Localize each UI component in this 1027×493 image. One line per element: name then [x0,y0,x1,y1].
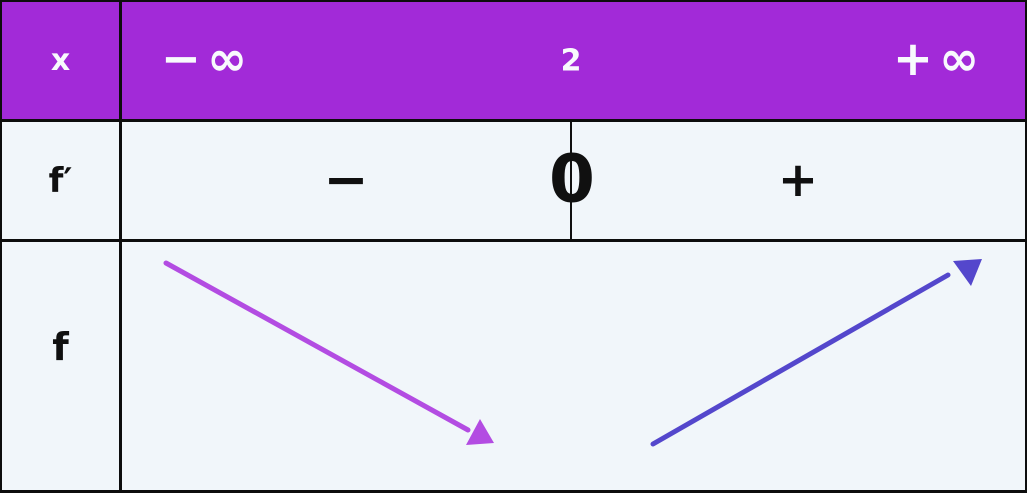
x-value-neg-infinity: −∞ [160,30,254,87]
fprime-signs-cell: − 0 + [122,122,1025,239]
f-variations-cell [122,242,1025,490]
increasing-arrow-head [953,259,982,286]
f-variation-row: f [2,242,1025,490]
fprime-zero-value: 0 [549,140,595,218]
decreasing-arrow-shaft [163,260,471,433]
fprime-sign-row: f′ − 0 + [2,122,1025,242]
fprime-sign-negative: − [323,147,369,211]
variation-arrows [163,259,982,447]
arrow-down-right-icon [163,260,494,445]
x-header-row: x −∞ 2 +∞ [2,2,1025,122]
fprime-function-label: f′ [48,160,73,201]
x-header-label-cell: x [2,2,122,119]
f-function-label: f [52,324,69,369]
fprime-sign-positive: + [777,151,819,208]
x-variable-label: x [50,43,71,78]
increasing-arrow-shaft [650,272,951,447]
fprime-label-cell: f′ [2,122,122,239]
x-value-pos-infinity: +∞ [892,30,986,87]
x-values-cell: −∞ 2 +∞ [122,2,1025,119]
arrow-up-right-icon [650,259,982,447]
x-value-critical-point: 2 [560,43,582,78]
zero-divider-line [570,122,572,239]
f-label-cell: f [2,242,122,490]
decreasing-arrow-head [466,419,494,445]
